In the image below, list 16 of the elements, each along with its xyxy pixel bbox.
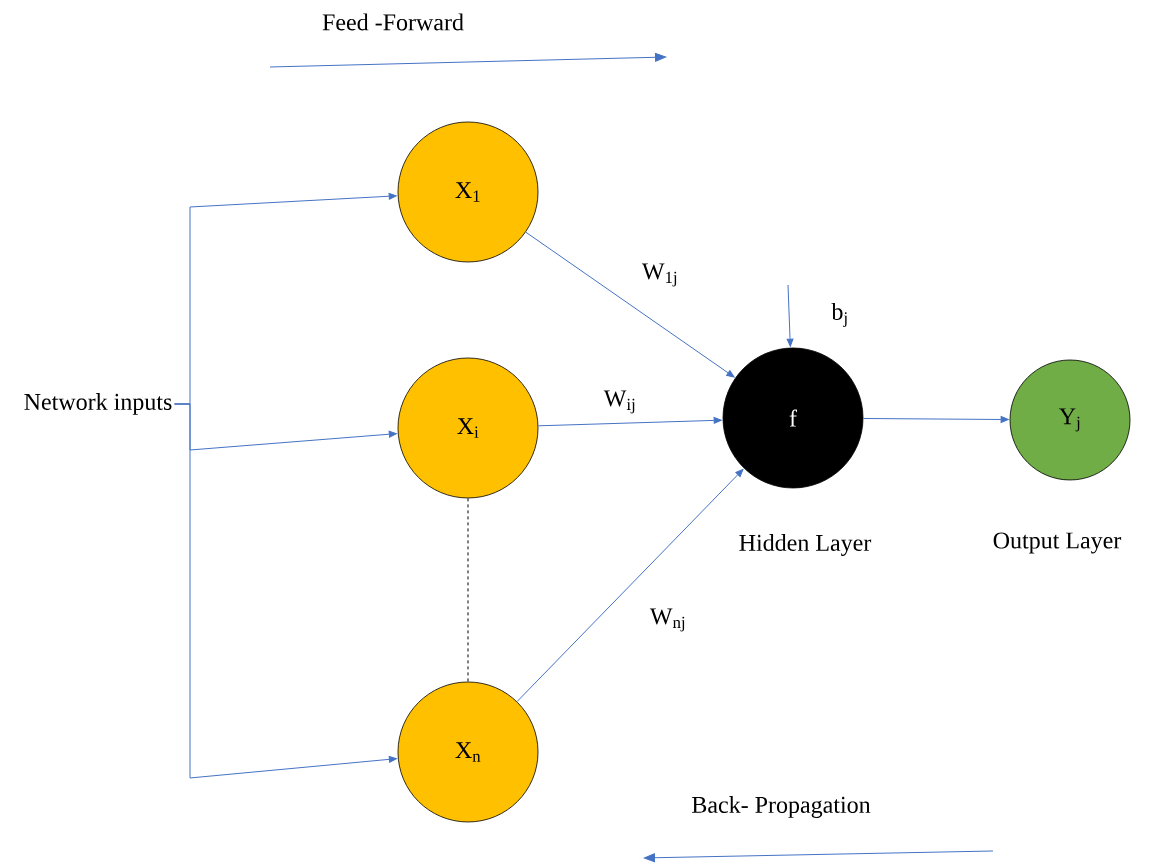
arrow: [525, 231, 735, 378]
arrow: [862, 416, 1009, 423]
edge-label: W$_{ij}$: [602, 389, 638, 415]
direction-label: Back- Propagation: [692, 796, 871, 818]
layer-label: Hidden Layer: [739, 534, 872, 556]
edge-label: W$_{nj}$: [648, 607, 688, 633]
arrow: [786, 284, 794, 347]
edge-label: W$_{1j}$: [640, 262, 680, 288]
dashed-line: [467, 497, 469, 683]
direction-label: Feed -Forward: [322, 13, 464, 31]
arrow: [174, 403, 398, 779]
arrow: [537, 417, 722, 427]
layer-label: Output Layer: [993, 532, 1122, 554]
input-label: Network inputs: [24, 393, 172, 415]
arrow: [516, 468, 744, 703]
edge-label: b$_{j}$: [830, 302, 850, 328]
